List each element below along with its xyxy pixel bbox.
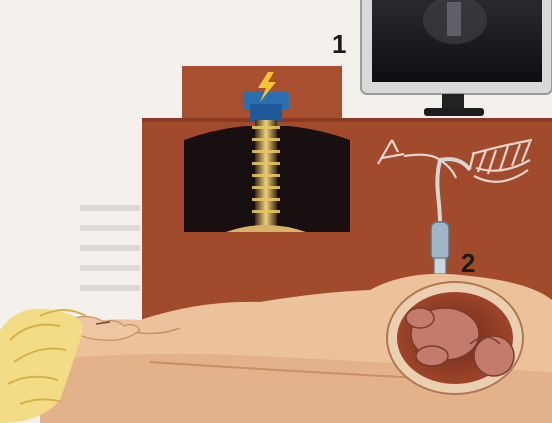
- monitor-icon: [361, 0, 552, 116]
- faded-background-text: [80, 205, 140, 291]
- uterus: [387, 282, 523, 394]
- transducer-cable: [437, 160, 440, 224]
- transducer-icon: [431, 222, 449, 274]
- marker-1-label: 1: [332, 31, 346, 57]
- marker-2-label: 2: [461, 250, 475, 276]
